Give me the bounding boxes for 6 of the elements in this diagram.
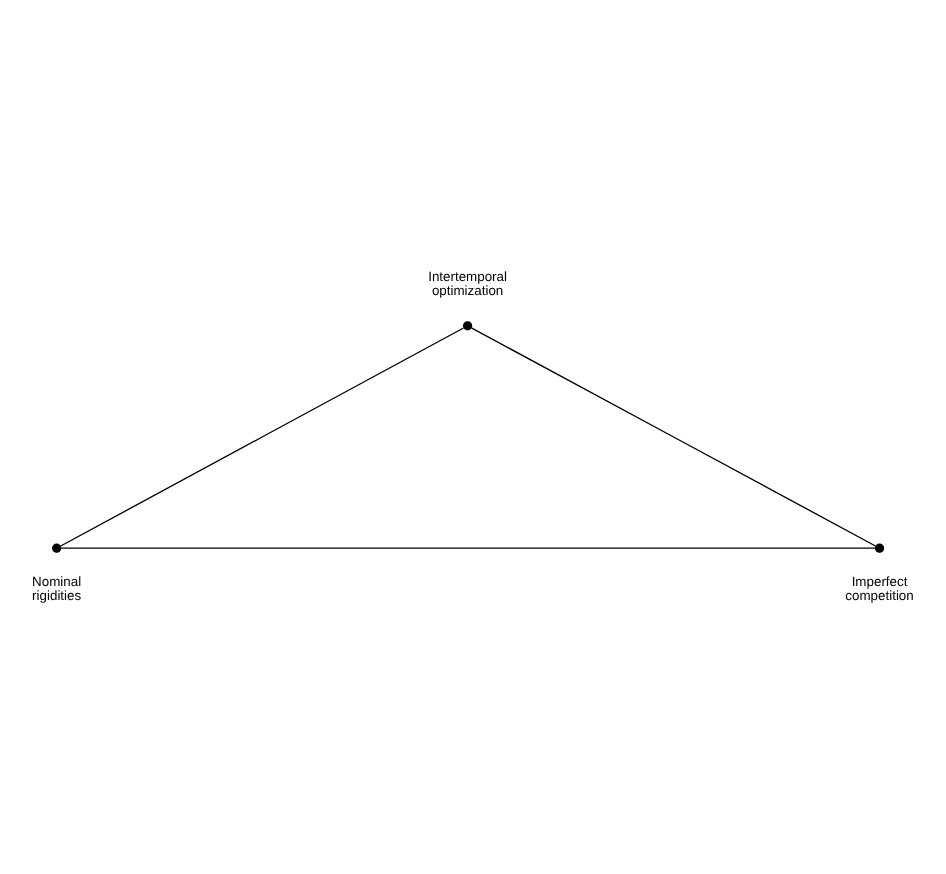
node-circle <box>874 543 885 553</box>
node-circle <box>463 321 473 331</box>
connector <box>60 547 876 549</box>
node-circle <box>52 543 62 553</box>
connector <box>59 327 465 547</box>
connector <box>470 327 877 547</box>
